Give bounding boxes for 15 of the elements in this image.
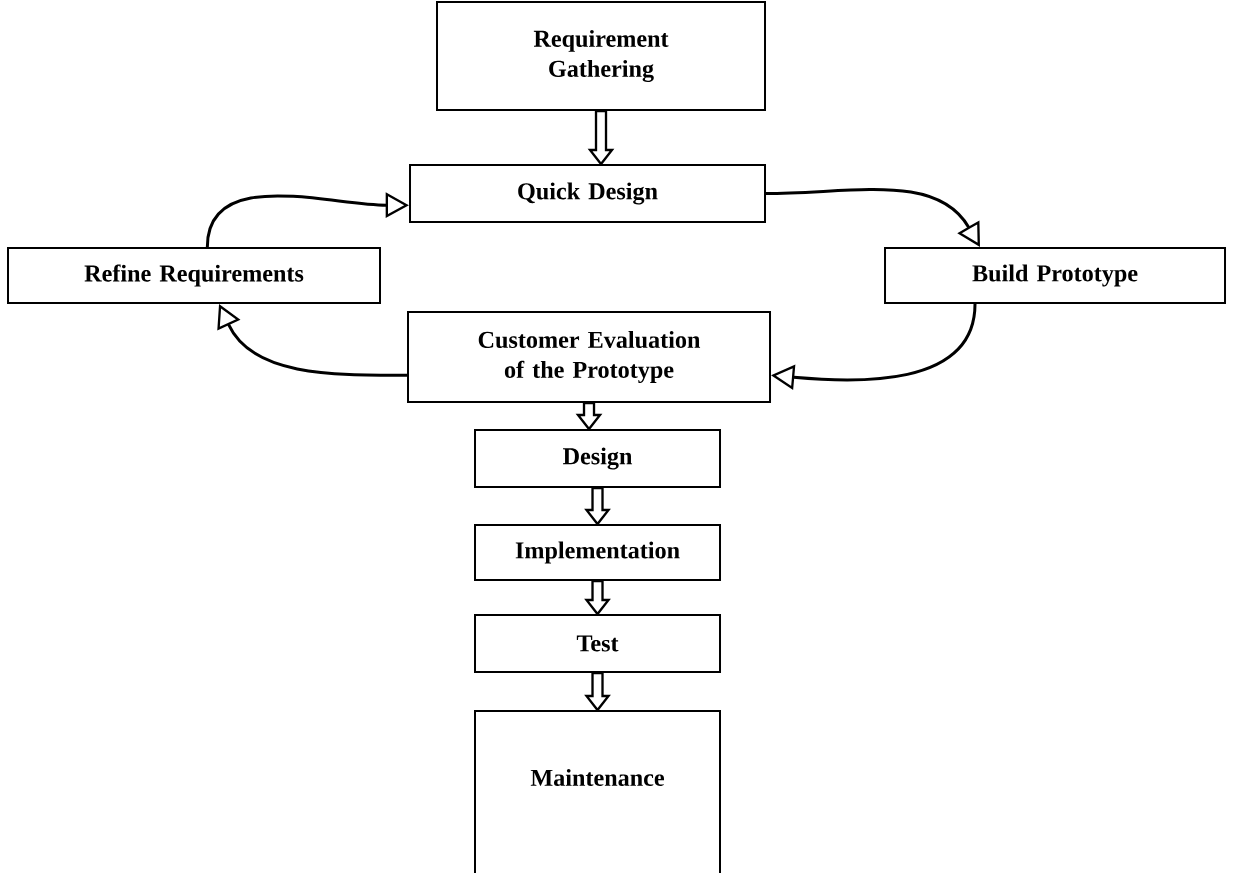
process-box: Requirement Gathering (436, 1, 766, 111)
process-box: Design (474, 429, 721, 488)
arrow (587, 109, 615, 166)
arrow (584, 486, 611, 526)
process-box: Customer Evaluation of the Prototype (407, 311, 771, 403)
process-box: Refine Requirements (7, 247, 381, 304)
arrow (584, 579, 611, 616)
arrow (575, 401, 603, 431)
process-box: Implementation (474, 524, 721, 581)
process-box: Maintenance (474, 710, 721, 873)
process-box: Build Prototype (884, 247, 1226, 304)
arrow (766, 188, 980, 247)
process-box: Test (474, 614, 721, 673)
arrow (584, 671, 611, 712)
process-box: Quick Design (409, 164, 766, 223)
